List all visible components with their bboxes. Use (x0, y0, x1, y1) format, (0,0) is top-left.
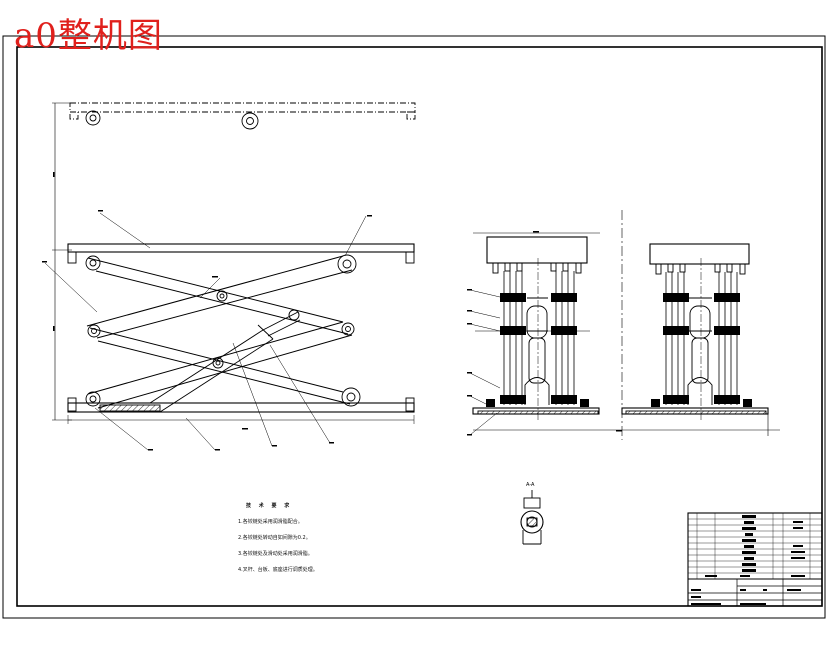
note-item: 2.各铰链处转动自如间隙为0.2。 (238, 535, 311, 541)
note-item: 1.各铰链处采用润滑脂配合。 (238, 519, 303, 525)
section-a-a (520, 490, 544, 545)
inner-frame (16, 46, 823, 607)
outer-frame (2, 35, 826, 619)
platform-top (67, 243, 415, 253)
side-view-left (467, 231, 780, 436)
section-label: A-A (526, 482, 535, 488)
note-item: 3.各铰链处及滑动处采用润滑脂。 (238, 551, 313, 557)
drawing-title: a0整机图 (14, 16, 163, 56)
note-item: 4.叉杆、台板、底座进行调质处理。 (238, 567, 318, 573)
notes-heading: 技 术 要 求 (246, 503, 293, 509)
title-block (687, 512, 823, 607)
front-view (42, 102, 416, 451)
raised-platform (69, 102, 416, 120)
technical-notes: 技 术 要 求 1.各铰链处采用润滑脂配合。 2.各铰链处转动自如间隙为0.2。… (238, 498, 318, 578)
side-view-right (621, 243, 769, 436)
